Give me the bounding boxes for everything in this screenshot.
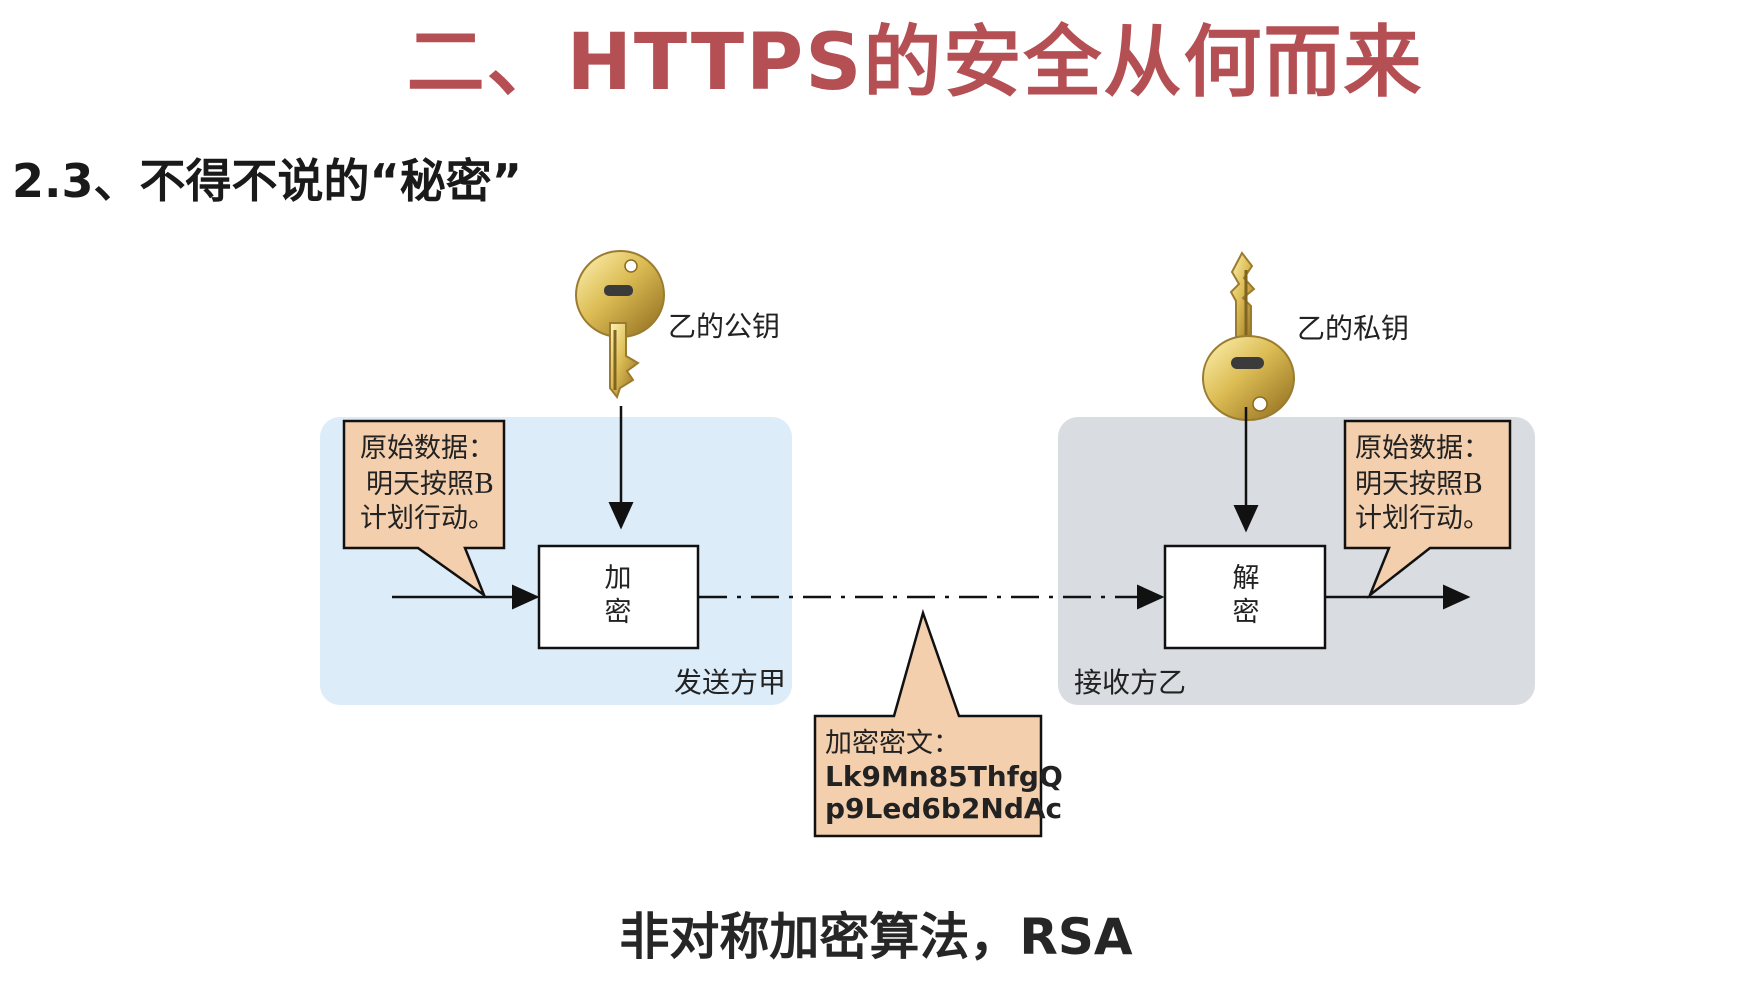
section-heading: 2.3、不得不说的“秘密” bbox=[12, 154, 522, 208]
receiver-note-line-3: 计划行动。 bbox=[1355, 503, 1490, 534]
sender-label: 发送方甲 bbox=[674, 666, 786, 699]
decrypt-process-box: 解 密 bbox=[1163, 544, 1327, 650]
decrypt-label-2: 密 bbox=[1233, 597, 1260, 628]
page-title: 二、HTTPS的安全从何而来 bbox=[406, 18, 1424, 108]
encrypt-process-box: 加 密 bbox=[537, 544, 700, 650]
decrypt-label-1: 解 bbox=[1233, 563, 1260, 594]
ciphertext-line-2: p9Led6b2NdAc bbox=[825, 792, 1062, 825]
private-key-icon bbox=[1201, 251, 1296, 422]
ciphertext-title: 加密密文： bbox=[825, 728, 960, 759]
sender-note-line-3: 计划行动。 bbox=[360, 503, 495, 534]
receiver-label: 接收方乙 bbox=[1074, 666, 1186, 699]
receiver-note-line-2: 明天按照B bbox=[1355, 469, 1483, 500]
sender-note-line-2: 明天按照B bbox=[366, 469, 494, 500]
encrypt-label-1: 加 bbox=[605, 563, 632, 594]
sender-note-line-1: 原始数据： bbox=[360, 433, 495, 464]
slide-caption: 非对称加密算法，RSA bbox=[619, 908, 1133, 966]
public-key-label: 乙的公钥 bbox=[668, 310, 780, 343]
ciphertext-line-1: Lk9Mn85ThfgQ bbox=[825, 760, 1063, 793]
receiver-note-line-1: 原始数据： bbox=[1355, 433, 1490, 464]
private-key-label: 乙的私钥 bbox=[1297, 312, 1409, 345]
encrypt-label-2: 密 bbox=[605, 597, 632, 628]
ciphertext-note: 加密密文： Lk9Mn85ThfgQ p9Led6b2NdAc bbox=[813, 608, 1063, 838]
sender-note: 原始数据： 明天按照B 计划行动。 bbox=[342, 419, 506, 599]
public-key-icon bbox=[574, 249, 666, 400]
receiver-note: 原始数据： 明天按照B 计划行动。 bbox=[1343, 419, 1512, 599]
